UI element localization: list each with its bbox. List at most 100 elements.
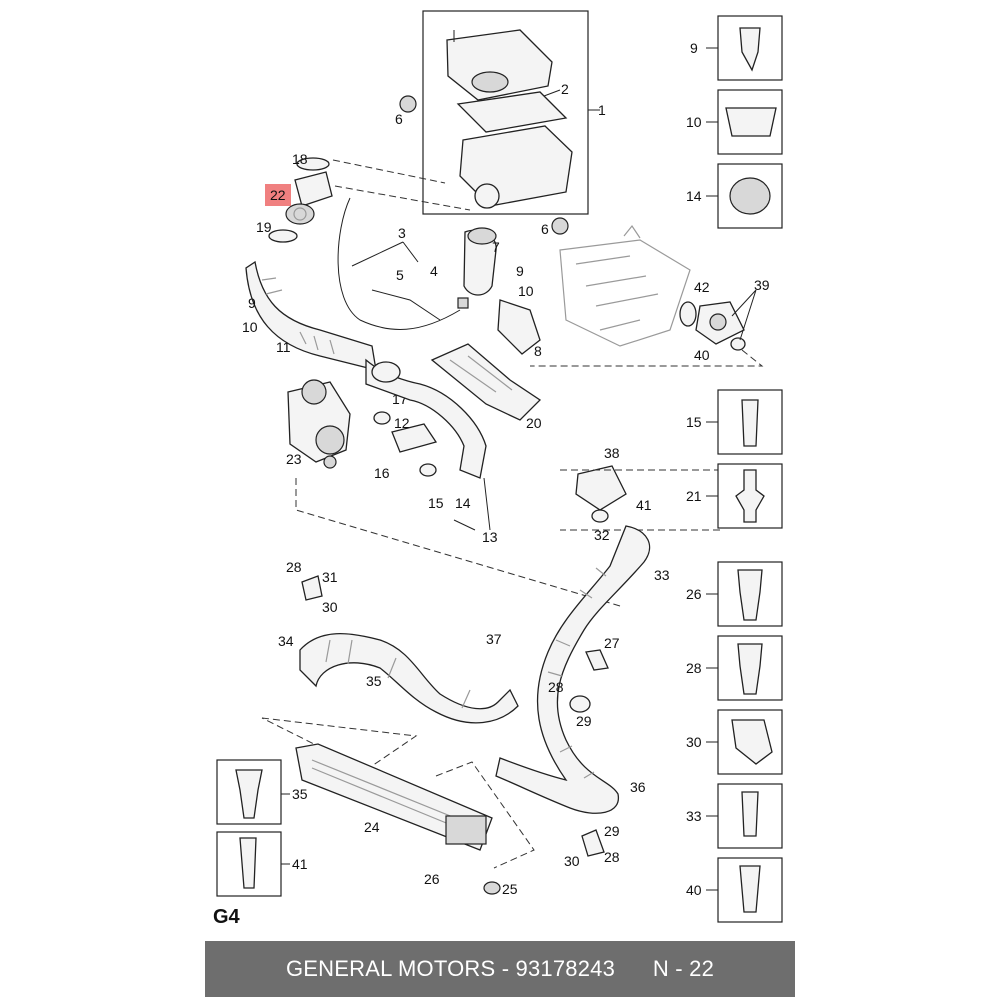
- callout-2: 2: [561, 81, 569, 97]
- footer-position: N - 22: [652, 956, 715, 981]
- intake-duct-7[interactable]: [463, 227, 497, 296]
- callout-4: 4: [430, 263, 438, 279]
- callout-6b: 6: [541, 221, 549, 237]
- gasket-39[interactable]: [730, 337, 746, 351]
- highlight-22: [265, 184, 291, 206]
- callout-1: 1: [598, 102, 606, 118]
- callout-30b: 30: [564, 853, 580, 869]
- callout-3: 3: [398, 225, 406, 241]
- throttle-valve-38[interactable]: [575, 465, 627, 511]
- callout-27: 27: [604, 635, 620, 651]
- callout-25: 25: [502, 881, 518, 897]
- clamp-31[interactable]: [301, 575, 323, 601]
- fastener-box-40[interactable]: [717, 857, 783, 923]
- callout-15: 15: [428, 495, 444, 511]
- fastener-box-21[interactable]: [717, 463, 783, 529]
- footer-separator: -: [495, 956, 516, 981]
- callout-20: 20: [526, 415, 542, 431]
- fastener-box-33[interactable]: [717, 783, 783, 849]
- clamp-29b[interactable]: [581, 829, 605, 857]
- callout-28c: 28: [604, 849, 620, 865]
- side-label-30: 30: [686, 734, 702, 750]
- side-label-9: 9: [690, 40, 698, 56]
- callout-12: 12: [394, 415, 410, 431]
- fastener-box-41[interactable]: [216, 831, 282, 897]
- footer-gap: [615, 956, 653, 982]
- footer-brand: GENERAL MOTORS: [285, 956, 496, 981]
- callout-34: 34: [278, 633, 294, 649]
- air-intake-hose[interactable]: [245, 260, 377, 371]
- fastener-box-30[interactable]: [717, 709, 783, 775]
- callout-32: 32: [594, 527, 610, 543]
- air-guide-20[interactable]: [430, 343, 542, 421]
- callout-10b: 10: [518, 283, 534, 299]
- callout-28b: 28: [548, 679, 564, 695]
- callout-40: 40: [694, 347, 710, 363]
- side-label-26: 26: [686, 586, 702, 602]
- resonator-bracket[interactable]: [497, 299, 541, 355]
- boost-hose-12[interactable]: [391, 423, 438, 453]
- bracket-27[interactable]: [585, 649, 609, 671]
- side-label-35: 35: [292, 786, 308, 802]
- callout-6a: 6: [395, 111, 403, 127]
- fastener-box-26[interactable]: [717, 561, 783, 627]
- charge-air-pipe-34[interactable]: [299, 633, 519, 724]
- callout-9b: 9: [516, 263, 524, 279]
- side-label-21: 21: [686, 488, 702, 504]
- callout-19: 19: [256, 219, 272, 235]
- fastener-box-10[interactable]: [717, 89, 783, 155]
- fastener-box-14[interactable]: [717, 163, 783, 229]
- clamp-29a[interactable]: [569, 695, 591, 713]
- intercooler[interactable]: [295, 743, 493, 851]
- fastener-box-28[interactable]: [717, 635, 783, 701]
- seal-42[interactable]: [679, 301, 697, 327]
- fastener-box-35[interactable]: [216, 759, 282, 825]
- callout-30a: 30: [322, 599, 338, 615]
- grommet-6b[interactable]: [551, 217, 569, 235]
- fastener-box-15[interactable]: [717, 389, 783, 455]
- callout-24: 24: [364, 819, 380, 835]
- side-label-10: 10: [686, 114, 702, 130]
- callout-7: 7: [492, 239, 500, 255]
- callout-41: 41: [636, 497, 652, 513]
- callout-23: 23: [286, 451, 302, 467]
- side-label-15: 15: [686, 414, 702, 430]
- callout-38: 38: [604, 445, 620, 461]
- fastener-box-9[interactable]: [717, 15, 783, 81]
- side-label-40: 40: [686, 882, 702, 898]
- charge-air-pipe-36[interactable]: [495, 525, 651, 814]
- air-filter-housing[interactable]: [446, 29, 573, 209]
- footer-part-number: 93178243: [515, 956, 616, 981]
- callout-13: 13: [482, 529, 498, 545]
- callout-42: 42: [694, 279, 710, 295]
- callout-28a: 28: [286, 559, 302, 575]
- mount-25[interactable]: [483, 881, 501, 895]
- callout-9a: 9: [248, 295, 256, 311]
- callout-22: 22: [270, 187, 286, 203]
- callout-8: 8: [534, 343, 542, 359]
- mass-air-flow-sensor[interactable]: [285, 171, 333, 225]
- side-label-28: 28: [686, 660, 702, 676]
- callout-18: 18: [292, 151, 308, 167]
- side-label-33: 33: [686, 808, 702, 824]
- diagram-code: G4: [213, 906, 240, 928]
- intake-manifold: [559, 224, 691, 347]
- turbocharger[interactable]: [287, 379, 351, 469]
- crankcase-vent-hose[interactable]: [337, 197, 469, 330]
- callout-11: 11: [276, 339, 291, 355]
- seal-32[interactable]: [591, 509, 609, 523]
- side-label-41: 41: [292, 856, 308, 872]
- callout-31: 31: [322, 569, 338, 585]
- callout-35: 35: [366, 673, 382, 689]
- callout-29a: 29: [576, 713, 592, 729]
- air-filter-group-frame: [422, 10, 589, 215]
- charge-pipe-13[interactable]: [365, 358, 487, 479]
- callout-39: 39: [754, 277, 770, 293]
- throttle-body[interactable]: [695, 301, 745, 345]
- callout-10a: 10: [242, 319, 258, 335]
- callout-33: 33: [654, 567, 670, 583]
- clamps-16[interactable]: [373, 411, 437, 477]
- clamp-18[interactable]: [296, 157, 330, 171]
- clamp-19[interactable]: [268, 229, 298, 243]
- grommet-6a[interactable]: [399, 95, 417, 113]
